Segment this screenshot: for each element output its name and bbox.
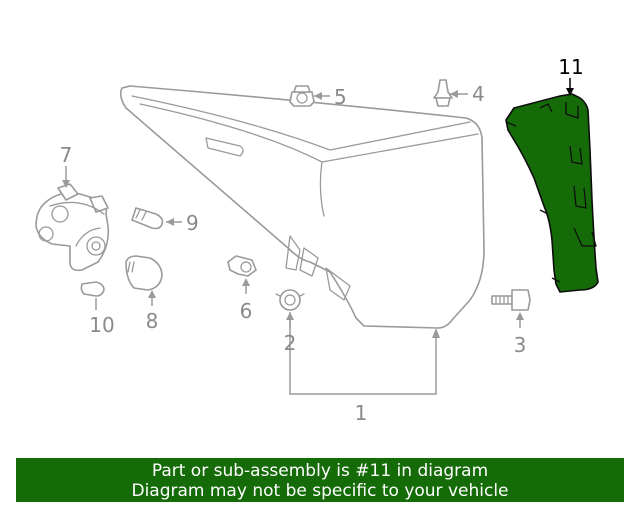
callout-3: 3 xyxy=(514,333,527,357)
wedge-bulb-part-9[interactable] xyxy=(131,207,164,230)
tail-lamp-housing[interactable] xyxy=(119,85,485,329)
callout-2: 2 xyxy=(284,331,297,355)
callout-10: 10 xyxy=(89,313,114,337)
callout-8: 8 xyxy=(146,309,159,333)
callout-11: 11 xyxy=(558,55,583,79)
trim-panel-part-11-highlighted[interactable] xyxy=(505,93,599,293)
push-clip-part-2[interactable] xyxy=(275,289,305,311)
grommet-clip-part-5[interactable] xyxy=(289,85,315,107)
banner-line-2: Diagram may not be specific to your vehi… xyxy=(131,481,509,501)
callout-9: 9 xyxy=(186,211,199,235)
bolt-part-3[interactable] xyxy=(491,289,531,311)
socket-harness-part-7[interactable] xyxy=(35,183,110,272)
callout-4: 4 xyxy=(472,82,485,106)
push-clip-part-6[interactable] xyxy=(227,255,257,277)
retainer-clip-part-4[interactable] xyxy=(433,79,453,107)
callout-5: 5 xyxy=(334,85,347,109)
bulb-part-8[interactable] xyxy=(125,255,163,291)
small-bulb-part-10[interactable] xyxy=(80,281,105,297)
callout-6: 6 xyxy=(240,299,253,323)
callout-1: 1 xyxy=(355,401,368,425)
banner-line-1: Part or sub-assembly is #11 in diagram xyxy=(151,461,489,481)
notice-banner: Part or sub-assembly is #11 in diagram D… xyxy=(16,458,624,502)
callout-7: 7 xyxy=(60,143,73,167)
